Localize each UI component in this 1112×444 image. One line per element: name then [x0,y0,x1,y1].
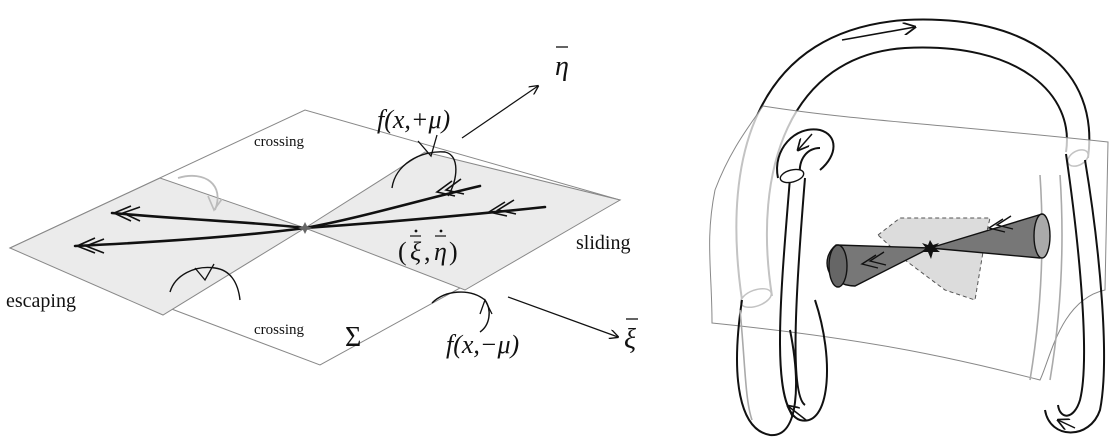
arrow-icon [194,263,215,282]
double-arrow-icon [495,199,517,215]
flow-arrow-icon [798,133,813,150]
paren-close: ) [449,237,458,266]
flow-arrow-icon [841,27,915,41]
point-comma: , [424,237,431,266]
cone-left-rim [828,244,848,288]
double-arrow-icon [995,215,1014,230]
double-arrow-icon [868,251,887,266]
double-arrow-icon [444,178,465,195]
flow-arrow-icon [788,406,807,421]
label-escaping: escaping [6,290,76,312]
label-crossing-top: crossing [254,134,304,150]
tube-opening [779,168,805,184]
paren-open: ( [398,237,407,266]
arrow-icon [417,134,438,158]
dot [414,229,418,233]
double-arrow-icon [120,206,141,222]
double-arrow-icons [74,178,517,254]
cone-double-arrows [860,215,1014,269]
vector-arc-plus [391,151,457,197]
double-arrow-icon [860,254,879,269]
light-trajectory [177,175,219,211]
outer-right-tube [736,153,1105,437]
double-arrow-icon [83,238,105,254]
right-panel [709,18,1109,437]
sliding-region [303,151,622,291]
point-coordinate-label: ( ξ , η ) [398,229,458,266]
vector-arc-bottom [169,266,241,301]
xi-axis-arrow [507,296,618,337]
cone-right-rim [1033,213,1051,259]
point-xi: ξ [410,237,422,266]
light-arrow-icon [207,195,223,212]
double-arrow-icon [112,205,132,222]
label-sigma: Σ [345,322,361,353]
label-xi-axis: ξ [624,324,636,355]
double-arrow-icon [486,201,508,217]
double-arrow-icon [74,237,96,254]
dot [439,229,443,233]
label-f-plus: f(x,+μ) [377,105,450,134]
arrow-icon [479,298,493,315]
label-crossing-bottom: crossing [254,322,304,338]
double-arrow-icon [987,218,1006,233]
eta-axis-arrow [461,86,538,139]
label-f-minus: f(x,−μ) [446,330,519,359]
flow-arrow-icon [1058,420,1076,428]
hidden-tube-lines [739,174,1063,421]
label-eta-axis: η [555,51,569,82]
singular-point-icon [298,222,312,234]
label-sliding: sliding [576,232,630,254]
left-panel: crossing crossing sliding escaping Σ f(x… [6,46,638,366]
singular-point-icon [921,240,940,259]
point-eta: η [434,237,447,266]
